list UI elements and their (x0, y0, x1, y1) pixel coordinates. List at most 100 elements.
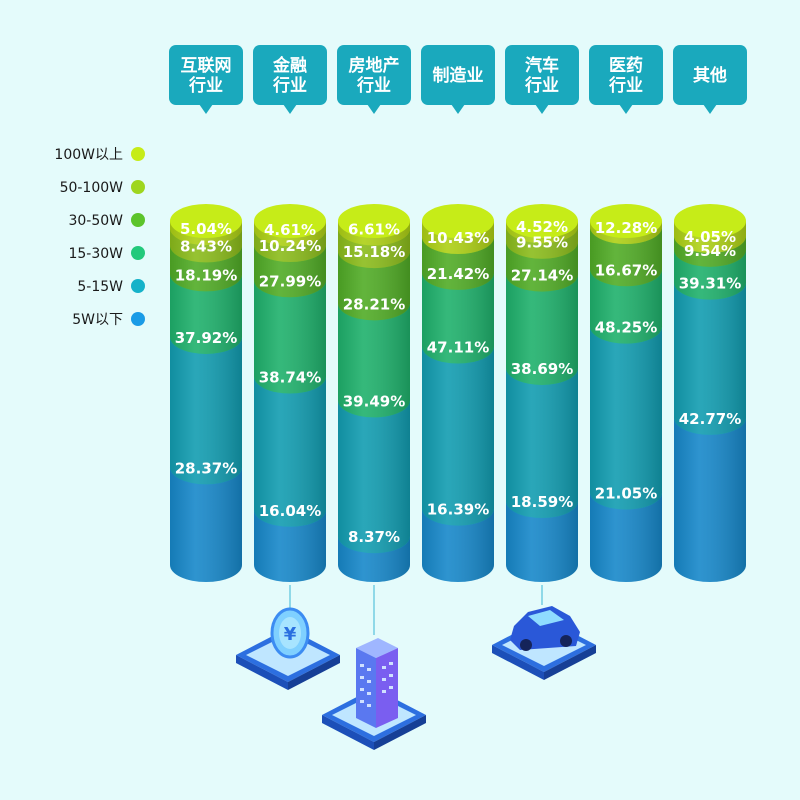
value-label: 10.24% (259, 237, 321, 255)
category-label: 行业 (524, 75, 559, 96)
cylinder-segment-shading (674, 282, 746, 435)
legend-item: 5-15W (77, 279, 145, 295)
cylinder-segment (506, 350, 578, 519)
car-icon (492, 606, 596, 680)
cylinder-segment (170, 204, 242, 246)
category-header: 其他 (673, 45, 747, 114)
svg-text:¥: ¥ (284, 624, 297, 645)
legend-swatch (131, 147, 145, 161)
category-header-box (169, 45, 243, 105)
value-label: 38.74% (259, 369, 321, 387)
value-label: 37.92% (175, 329, 237, 347)
category-header-pointer (199, 104, 213, 114)
value-label: 12.28% (595, 219, 657, 237)
cylinder-segment-shading (422, 346, 494, 526)
cylinder-segment-top (254, 204, 326, 238)
value-label: 18.19% (175, 266, 237, 284)
cylinder-segment (254, 204, 326, 247)
category-label: 行业 (356, 75, 391, 96)
cylinder-segment-shading (506, 367, 578, 519)
legend-item: 5W以下 (72, 312, 145, 328)
category-label: 医药 (609, 55, 643, 76)
cylinder-segment-shading (170, 336, 242, 485)
value-label: 16.67% (595, 261, 657, 279)
category-header-box (253, 45, 327, 105)
cylinder-segment-shading (506, 274, 578, 385)
value-label: 39.49% (343, 392, 405, 410)
cylinder-segment-shading (590, 492, 662, 582)
value-label: 10.43% (427, 229, 489, 247)
cylinder-segment-top (422, 204, 494, 238)
cylinder-column: 16.39%47.11%21.42%10.43% (422, 204, 494, 582)
category-header-pointer (619, 104, 633, 114)
cylinder-segment (506, 204, 578, 244)
value-label: 15.18% (343, 243, 405, 261)
cylinder-segment-shading (338, 251, 410, 321)
cylinder-segment-shading (506, 501, 578, 582)
category-label: 其他 (693, 65, 727, 86)
legend-swatch (131, 279, 145, 293)
legend-swatch (131, 312, 145, 326)
category-header-box (589, 45, 663, 105)
category-header-pointer (703, 104, 717, 114)
cylinder-segment (338, 204, 410, 246)
category-header: 制造业 (421, 45, 495, 114)
legend-label: 50-100W (60, 180, 124, 196)
value-label: 42.77% (679, 410, 741, 428)
value-label: 9.55% (516, 234, 568, 252)
value-label: 27.99% (259, 272, 321, 290)
value-label: 28.37% (175, 459, 237, 477)
cylinder-column: 16.04%38.74%27.99%10.24%4.61% (254, 204, 326, 582)
cylinder-segment (590, 204, 662, 245)
legend-item: 30-50W (68, 213, 145, 229)
cylinder-segment-top (506, 204, 578, 238)
legend-label: 30-50W (68, 213, 123, 229)
legend-label: 5-15W (77, 279, 123, 295)
value-label: 4.05% (684, 228, 736, 246)
value-label: 47.11% (427, 339, 489, 357)
category-headers: 互联网行业金融行业房地产行业制造业汽车行业医药行业其他 (169, 45, 747, 114)
stacked-cylinders: 28.37%37.92%18.19%8.43%5.04%16.04%38.74%… (170, 204, 746, 582)
cylinder-segment-shading (254, 376, 326, 527)
value-label: 5.04% (180, 220, 232, 238)
cylinder-segment-shading (170, 274, 242, 354)
legend-swatch (131, 180, 145, 194)
value-label: 8.37% (348, 528, 400, 546)
category-label: 互联网 (181, 56, 232, 76)
value-label: 6.61% (348, 220, 400, 238)
value-label: 4.61% (264, 221, 316, 239)
cylinder-segment-shading (170, 467, 242, 582)
cylinder-column: 28.37% 37.92% 18.19% 8.43%5.04% (170, 204, 242, 582)
category-label: 金融 (272, 55, 307, 76)
value-label: 28.21% (343, 295, 405, 313)
cylinder-segment-top (338, 204, 410, 238)
cylinder-segment-shading (590, 326, 662, 510)
cylinder-column: 18.59%38.69%27.14%9.55%4.52% (506, 204, 578, 582)
category-header-box (673, 45, 747, 105)
cylinder-segment-shading (338, 400, 410, 554)
decorative-illustrations: ¥ (236, 585, 596, 750)
category-label: 行业 (272, 75, 307, 96)
category-header-pointer (283, 104, 297, 114)
value-label: 8.43% (180, 237, 232, 255)
category-label: 制造业 (433, 65, 484, 86)
category-header-pointer (451, 104, 465, 114)
legend-label: 100W以上 (54, 147, 123, 163)
category-header-box (421, 45, 495, 105)
cylinder-column: 8.37% 39.49% 28.21% 15.18% 6.61% (338, 204, 410, 582)
coin-icon: ¥ (236, 607, 340, 690)
cylinder-segment-top (674, 204, 746, 238)
cylinder-segment (674, 204, 746, 253)
category-label: 行业 (608, 75, 643, 96)
cylinder-segment (338, 383, 410, 554)
category-label: 房地产 (349, 55, 400, 76)
cylinder-segment-shading (674, 417, 746, 582)
cylinder-segment-shading (338, 303, 410, 418)
legend-item: 50-100W (60, 180, 145, 196)
